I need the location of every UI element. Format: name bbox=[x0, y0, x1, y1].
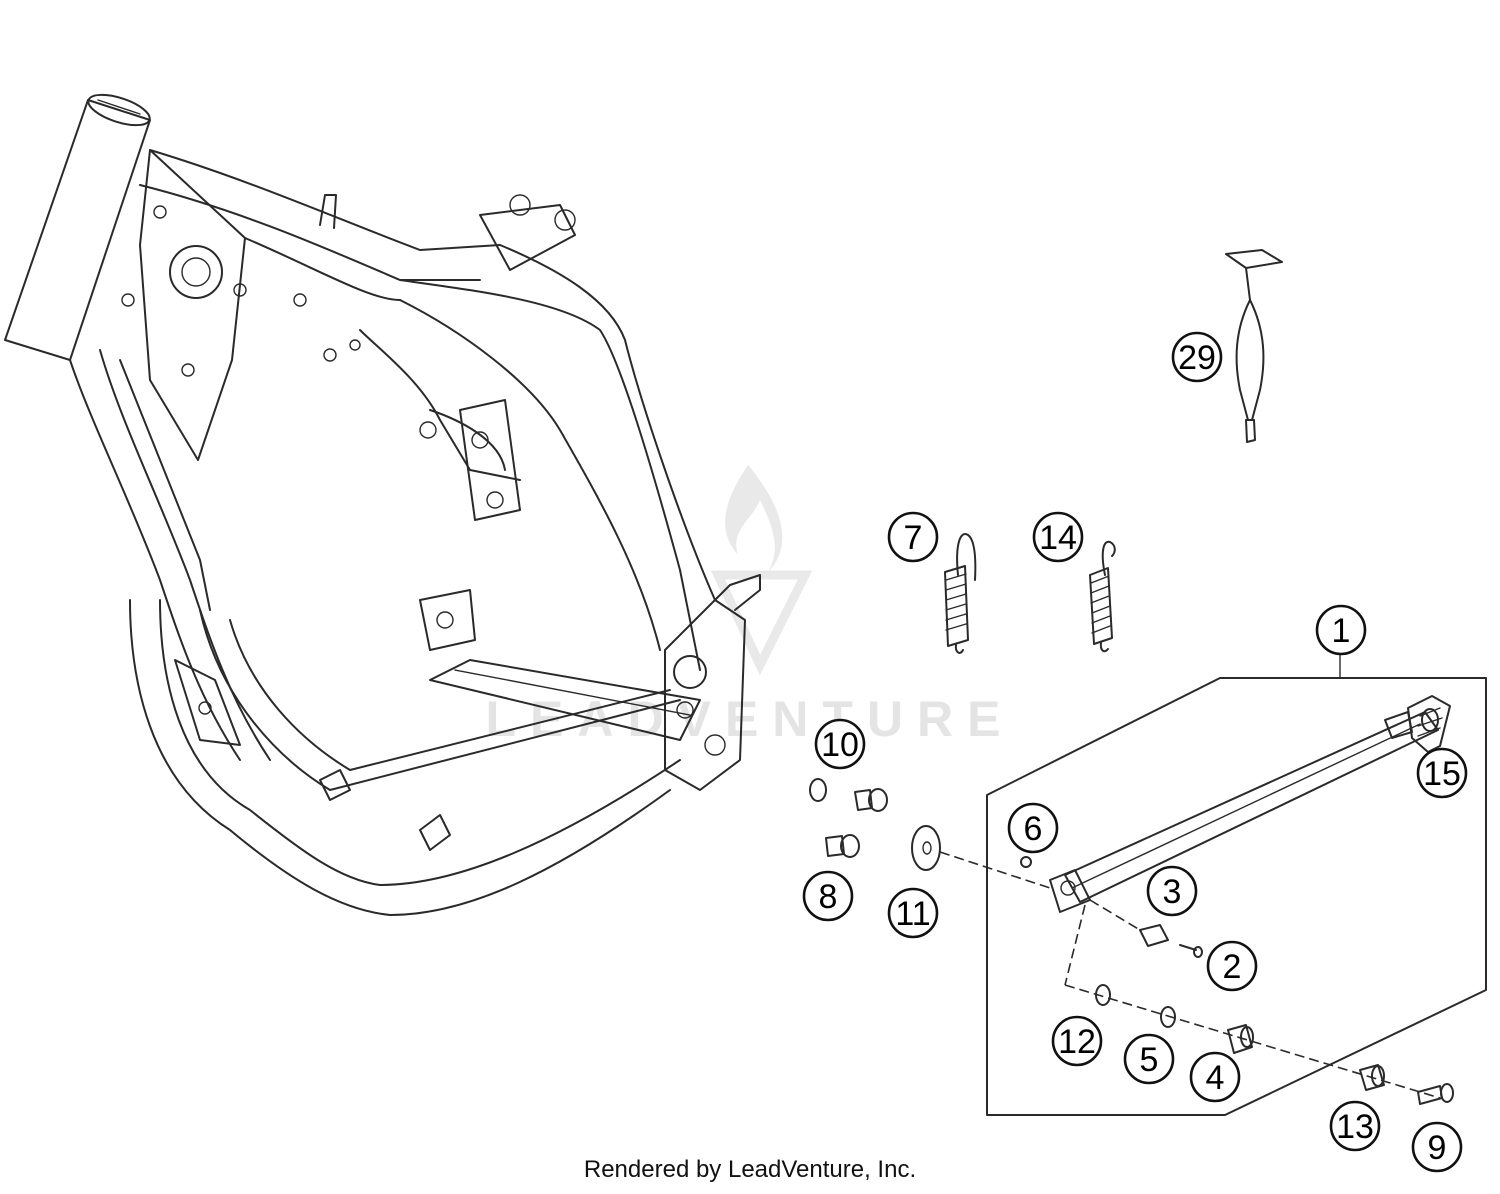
frame-drawing bbox=[4, 93, 761, 916]
callout-12[interactable]: 12 bbox=[1051, 1015, 1103, 1067]
callout-6-label: 6 bbox=[1024, 810, 1043, 848]
callout-12-label: 12 bbox=[1058, 1023, 1096, 1061]
part-12-drawing bbox=[1095, 984, 1111, 1006]
callout-14[interactable]: 14 bbox=[1032, 511, 1084, 563]
callout-11-label: 11 bbox=[895, 895, 930, 933]
watermark: LEADVENTURE bbox=[485, 465, 1014, 747]
callout-15[interactable]: 15 bbox=[1416, 747, 1468, 799]
part-9-drawing bbox=[1417, 1083, 1454, 1105]
part-13-drawing bbox=[1359, 1064, 1385, 1091]
part-3-drawing bbox=[1049, 708, 1439, 913]
part-29-drawing bbox=[1225, 249, 1283, 443]
callout-10[interactable]: 10 bbox=[814, 718, 866, 770]
callout-3-label: 3 bbox=[1163, 873, 1182, 911]
part-14-drawing bbox=[1089, 540, 1116, 653]
callout-2-label: 2 bbox=[1223, 948, 1242, 986]
part-8-drawing bbox=[825, 788, 888, 858]
callout-13[interactable]: 13 bbox=[1329, 1100, 1381, 1152]
callout-3[interactable]: 3 bbox=[1146, 865, 1198, 917]
callout-8-label: 8 bbox=[819, 878, 838, 916]
callout-5[interactable]: 5 bbox=[1123, 1033, 1175, 1085]
callout-9[interactable]: 9 bbox=[1411, 1121, 1463, 1173]
callout-7-label: 7 bbox=[904, 519, 923, 557]
watermark-text: LEADVENTURE bbox=[485, 691, 1014, 747]
part-4-drawing bbox=[1227, 1024, 1254, 1054]
part-10-drawing bbox=[809, 778, 827, 802]
callout-9-label: 9 bbox=[1428, 1129, 1447, 1167]
callout-14-label: 14 bbox=[1039, 519, 1077, 557]
part-7-drawing bbox=[944, 533, 977, 654]
callout-29-label: 29 bbox=[1178, 339, 1216, 377]
callout-29[interactable]: 29 bbox=[1171, 331, 1223, 383]
part-5-drawing bbox=[1160, 1006, 1176, 1028]
callout-15-label: 15 bbox=[1423, 755, 1461, 793]
callout-6[interactable]: 6 bbox=[1007, 802, 1059, 854]
callout-4-label: 4 bbox=[1206, 1059, 1225, 1097]
part-1-kit-outline bbox=[986, 654, 1487, 1116]
part-6-drawing bbox=[1020, 856, 1032, 868]
footer-credit: Rendered by LeadVenture, Inc. bbox=[583, 1156, 917, 1183]
part-11-drawing bbox=[911, 825, 941, 871]
callout-11[interactable]: 11 bbox=[887, 887, 939, 939]
callout-1[interactable]: 1 bbox=[1315, 604, 1367, 656]
callout-2[interactable]: 2 bbox=[1206, 940, 1258, 992]
part-2-drawing bbox=[1139, 924, 1203, 958]
callout-8[interactable]: 8 bbox=[802, 870, 854, 922]
part-15-drawing bbox=[1384, 695, 1451, 753]
callout-4[interactable]: 4 bbox=[1189, 1051, 1241, 1103]
callout-5-label: 5 bbox=[1140, 1041, 1159, 1079]
callout-1-label: 1 bbox=[1332, 612, 1351, 650]
callout-13-label: 13 bbox=[1336, 1108, 1374, 1146]
callout-10-label: 10 bbox=[821, 726, 859, 764]
callouts: 1 2 3 4 5 6 7 8 9 10 11 12 13 14 15 29 bbox=[802, 331, 1468, 1173]
callout-7[interactable]: 7 bbox=[887, 511, 939, 563]
